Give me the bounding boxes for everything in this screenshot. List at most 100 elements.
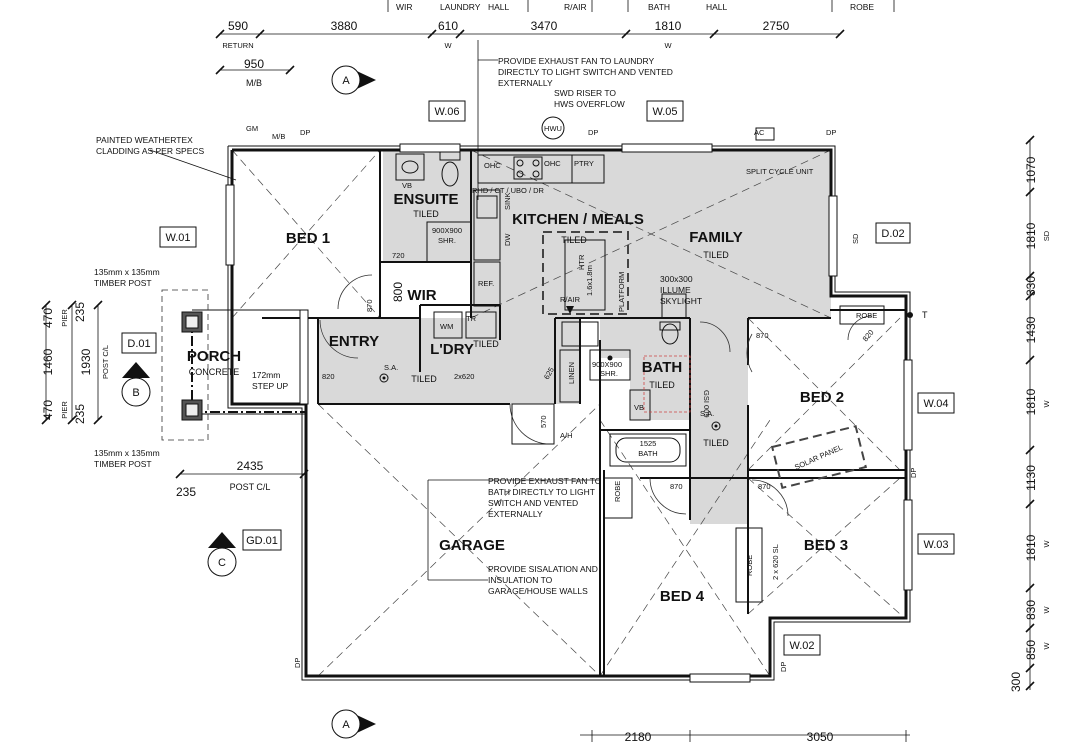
dim-r-w4: W bbox=[1042, 642, 1051, 650]
label-robe-3: ROBE bbox=[613, 481, 622, 502]
note-sisalation-1: PROVIDE SISALATION AND bbox=[488, 564, 598, 574]
label-platform: PLATFORM bbox=[617, 272, 626, 312]
label-wir-800: 800 bbox=[391, 282, 405, 302]
room-labels: BED 1 ENSUITE TILED KITCHEN / MEALS TILE… bbox=[187, 191, 848, 605]
room-laundry-finish: TILED bbox=[473, 339, 499, 349]
label-vb-2: VB bbox=[634, 403, 644, 412]
room-wir: WIR bbox=[407, 287, 436, 304]
note-skylight-3: SKYLIGHT bbox=[660, 296, 702, 306]
dim-l-1930: 1930 bbox=[79, 348, 93, 375]
label-sd: SD bbox=[851, 233, 860, 244]
label-ac: AC bbox=[754, 128, 765, 137]
dim-r-sd: SD bbox=[1042, 230, 1051, 241]
section-marker-b: B bbox=[121, 362, 151, 407]
label-ohc-1: OHC bbox=[484, 161, 501, 170]
dim-3880: 3880 bbox=[331, 19, 358, 33]
note-swd-1: SWD RISER TO bbox=[554, 88, 616, 98]
label-vb-1: VB bbox=[402, 181, 412, 190]
note-weathertex-2: CLADDING AS PER SPECS bbox=[96, 146, 205, 156]
dim-r-1810c: 1810 bbox=[1024, 534, 1038, 561]
label-shower-1: SHR. bbox=[438, 236, 456, 245]
note-bath-fan-2: BATH DIRECTLY TO LIGHT bbox=[488, 487, 595, 497]
label-shower-size-2: 900X900 bbox=[592, 360, 622, 369]
note-timber-post-2-a: 135mm x 135mm bbox=[94, 448, 160, 458]
bathroom-fixtures bbox=[395, 151, 691, 467]
note-skylight-1: 300x300 bbox=[660, 274, 693, 284]
section-label-b: B bbox=[132, 387, 139, 399]
dim-w-2: W bbox=[664, 41, 672, 50]
dim-r-330: 330 bbox=[1024, 276, 1038, 296]
label-ah: A/H bbox=[560, 431, 573, 440]
label-split-cycle: SPLIT CYCLE UNIT bbox=[746, 167, 814, 176]
dimension-lines bbox=[41, 0, 1035, 742]
label-wm: WM bbox=[440, 322, 453, 331]
note-laundry-fan-3: EXTERNALLY bbox=[498, 78, 553, 88]
dim-l-postcl: POST C/L bbox=[101, 345, 110, 379]
diagonal-guide-lines bbox=[231, 149, 901, 677]
dim-l-470a: 470 bbox=[41, 308, 55, 328]
label-bath-tub: BATH bbox=[638, 449, 657, 458]
top-label-wir: WIR bbox=[396, 2, 413, 12]
dim-1810: 1810 bbox=[655, 19, 682, 33]
label-dp-3: DP bbox=[826, 128, 836, 137]
fixture-labels: GM M/B DP DP DP AC HWU OHC OHC PTRY RHD … bbox=[246, 116, 928, 672]
top-label-bath: BATH bbox=[648, 2, 670, 12]
label-tr: TR bbox=[466, 314, 477, 323]
dim-r-300: 300 bbox=[1009, 672, 1023, 692]
label-ohc-2: OHC bbox=[544, 159, 561, 168]
label-sa-1: S.A. bbox=[384, 363, 398, 372]
label-door-820-2: 820 bbox=[861, 328, 876, 343]
dim-2750: 2750 bbox=[763, 19, 790, 33]
label-ref: REF. bbox=[478, 279, 494, 288]
note-bath-fan-1: PROVIDE EXHAUST FAN TO bbox=[488, 476, 602, 486]
label-gsi: GSI 009 bbox=[702, 390, 711, 418]
room-ensuite-finish: TILED bbox=[413, 209, 439, 219]
section-label-a-top: A bbox=[342, 75, 350, 87]
left-dimensions: 470 1460 470 PIER PIER 1930 POST C/L 235… bbox=[41, 302, 270, 499]
room-ensuite: ENSUITE bbox=[393, 191, 458, 208]
label-door-720: 720 bbox=[392, 251, 405, 260]
tag-w05: W.05 bbox=[652, 106, 677, 118]
label-dp-5: DP bbox=[779, 662, 788, 672]
top-label-robe: ROBE bbox=[850, 2, 874, 12]
dim-r-830: 830 bbox=[1024, 600, 1038, 620]
section-label-a-bottom: A bbox=[342, 719, 350, 731]
room-bed-4: BED 4 bbox=[660, 588, 705, 605]
note-step-up-1: 172mm bbox=[252, 370, 280, 380]
room-bed-1: BED 1 bbox=[286, 230, 330, 247]
label-t: T bbox=[922, 310, 928, 320]
dim-l-1460: 1460 bbox=[41, 348, 55, 375]
label-mb-top: M/B bbox=[246, 78, 262, 88]
label-door-870-3: 870 bbox=[670, 482, 683, 491]
room-porch: PORCH bbox=[187, 348, 241, 365]
tag-w03: W.03 bbox=[923, 539, 948, 551]
label-door-870-2: 870 bbox=[756, 331, 769, 340]
dim-r-1430: 1430 bbox=[1024, 316, 1038, 343]
note-laundry-fan-1: PROVIDE EXHAUST FAN TO LAUNDRY bbox=[498, 56, 655, 66]
window-openings bbox=[225, 127, 913, 683]
label-linen: LINEN bbox=[567, 362, 576, 384]
note-sisalation-2: INSULATION TO bbox=[488, 575, 553, 585]
top-label-laundry: LAUNDRY bbox=[440, 2, 481, 12]
dim-l-pier2: PIER bbox=[60, 401, 69, 419]
label-rhd: RHD / CT / UBO / DR bbox=[472, 186, 545, 195]
label-shower-2: SHR. bbox=[600, 369, 618, 378]
note-sisalation-3: GARAGE/HOUSE WALLS bbox=[488, 586, 588, 596]
dim-950: 950 bbox=[244, 57, 264, 71]
label-htr: HTR bbox=[577, 254, 586, 270]
dim-r-w1: W bbox=[1042, 400, 1051, 408]
note-bath-fan-3: SWITCH AND VENTED bbox=[488, 498, 578, 508]
section-label-c: C bbox=[218, 557, 226, 569]
label-dp-6: DP bbox=[909, 468, 918, 478]
dim-r-w2: W bbox=[1042, 540, 1051, 548]
annotation-notes: PAINTED WEATHERTEX CLADDING AS PER SPECS… bbox=[94, 56, 702, 596]
dim-r-1070: 1070 bbox=[1024, 156, 1038, 183]
room-porch-finish: CONCRETE bbox=[189, 367, 240, 377]
label-dw: DW bbox=[503, 233, 512, 246]
dim-r-w3: W bbox=[1042, 606, 1051, 614]
label-bath-size: 1525 bbox=[640, 439, 657, 448]
room-bath: BATH bbox=[642, 359, 683, 376]
tag-w01: W.01 bbox=[165, 232, 190, 244]
